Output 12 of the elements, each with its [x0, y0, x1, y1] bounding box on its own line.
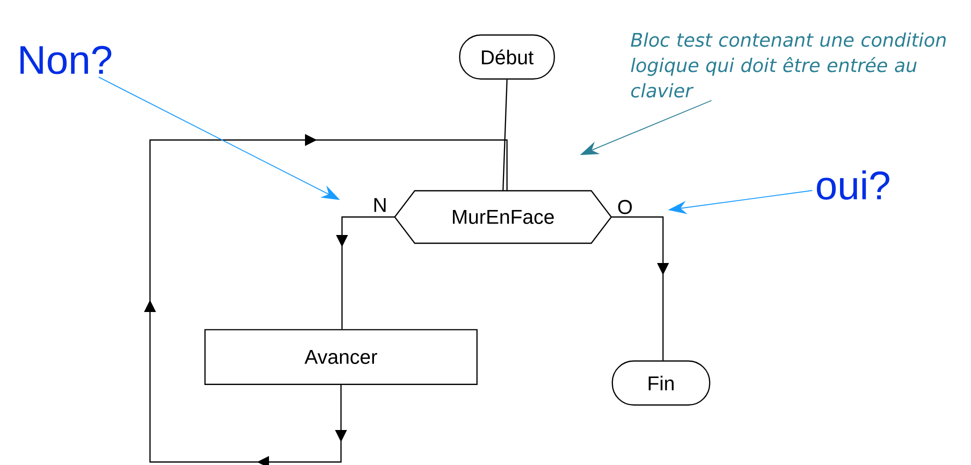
- edge-label: N: [371, 196, 389, 214]
- annotation-text: oui?: [816, 170, 890, 200]
- flow-line: [611, 216, 669, 360]
- edge-label: O: [616, 198, 634, 216]
- terminal-box: Fin: [612, 360, 710, 406]
- flow-line: [144, 134, 508, 465]
- annotation-text: Non?: [20, 46, 112, 74]
- flow-line: [502, 80, 508, 191]
- note-text: Bloc test contenant une condition logique qui doit être entrée au clavier: [630, 32, 946, 98]
- process-box: Avancer: [204, 329, 478, 385]
- terminal-box: Début: [459, 34, 555, 80]
- flow-line: [336, 216, 395, 330]
